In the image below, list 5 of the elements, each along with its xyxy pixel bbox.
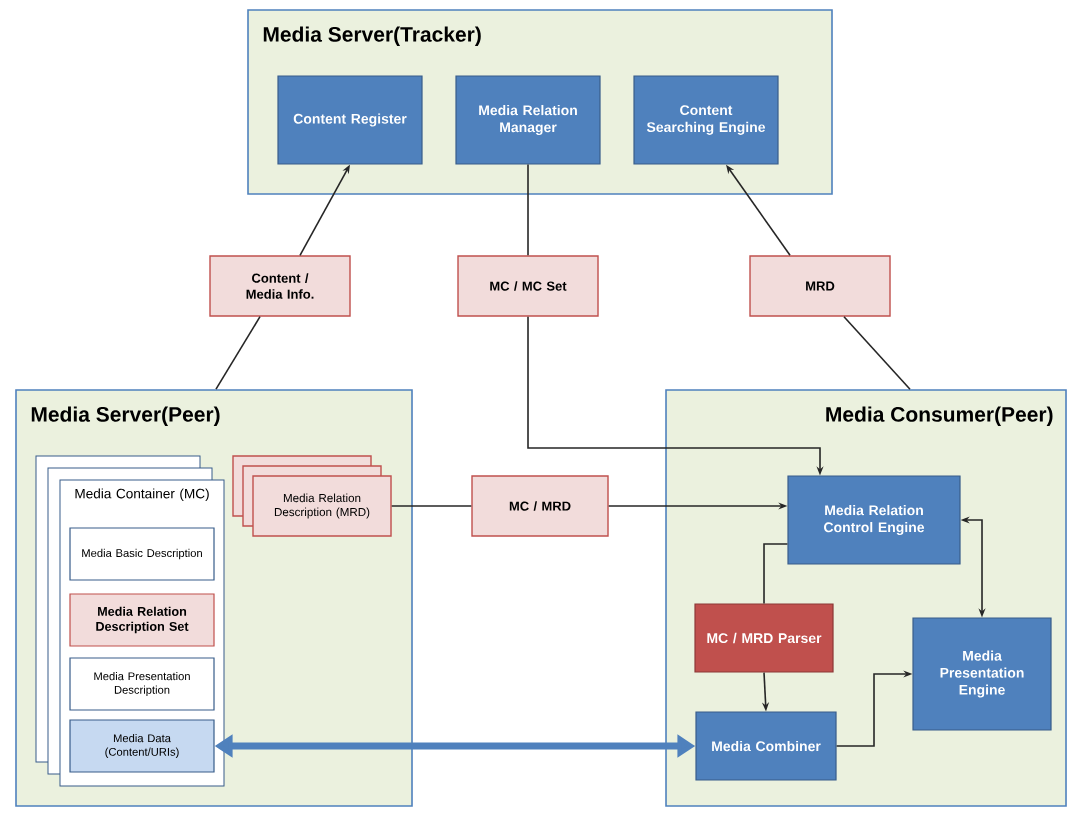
connector-line bbox=[390, 505, 473, 507]
connector-line bbox=[843, 315, 911, 390]
connector-line bbox=[763, 543, 789, 605]
connector-line bbox=[527, 163, 529, 257]
connector-line bbox=[215, 315, 261, 390]
